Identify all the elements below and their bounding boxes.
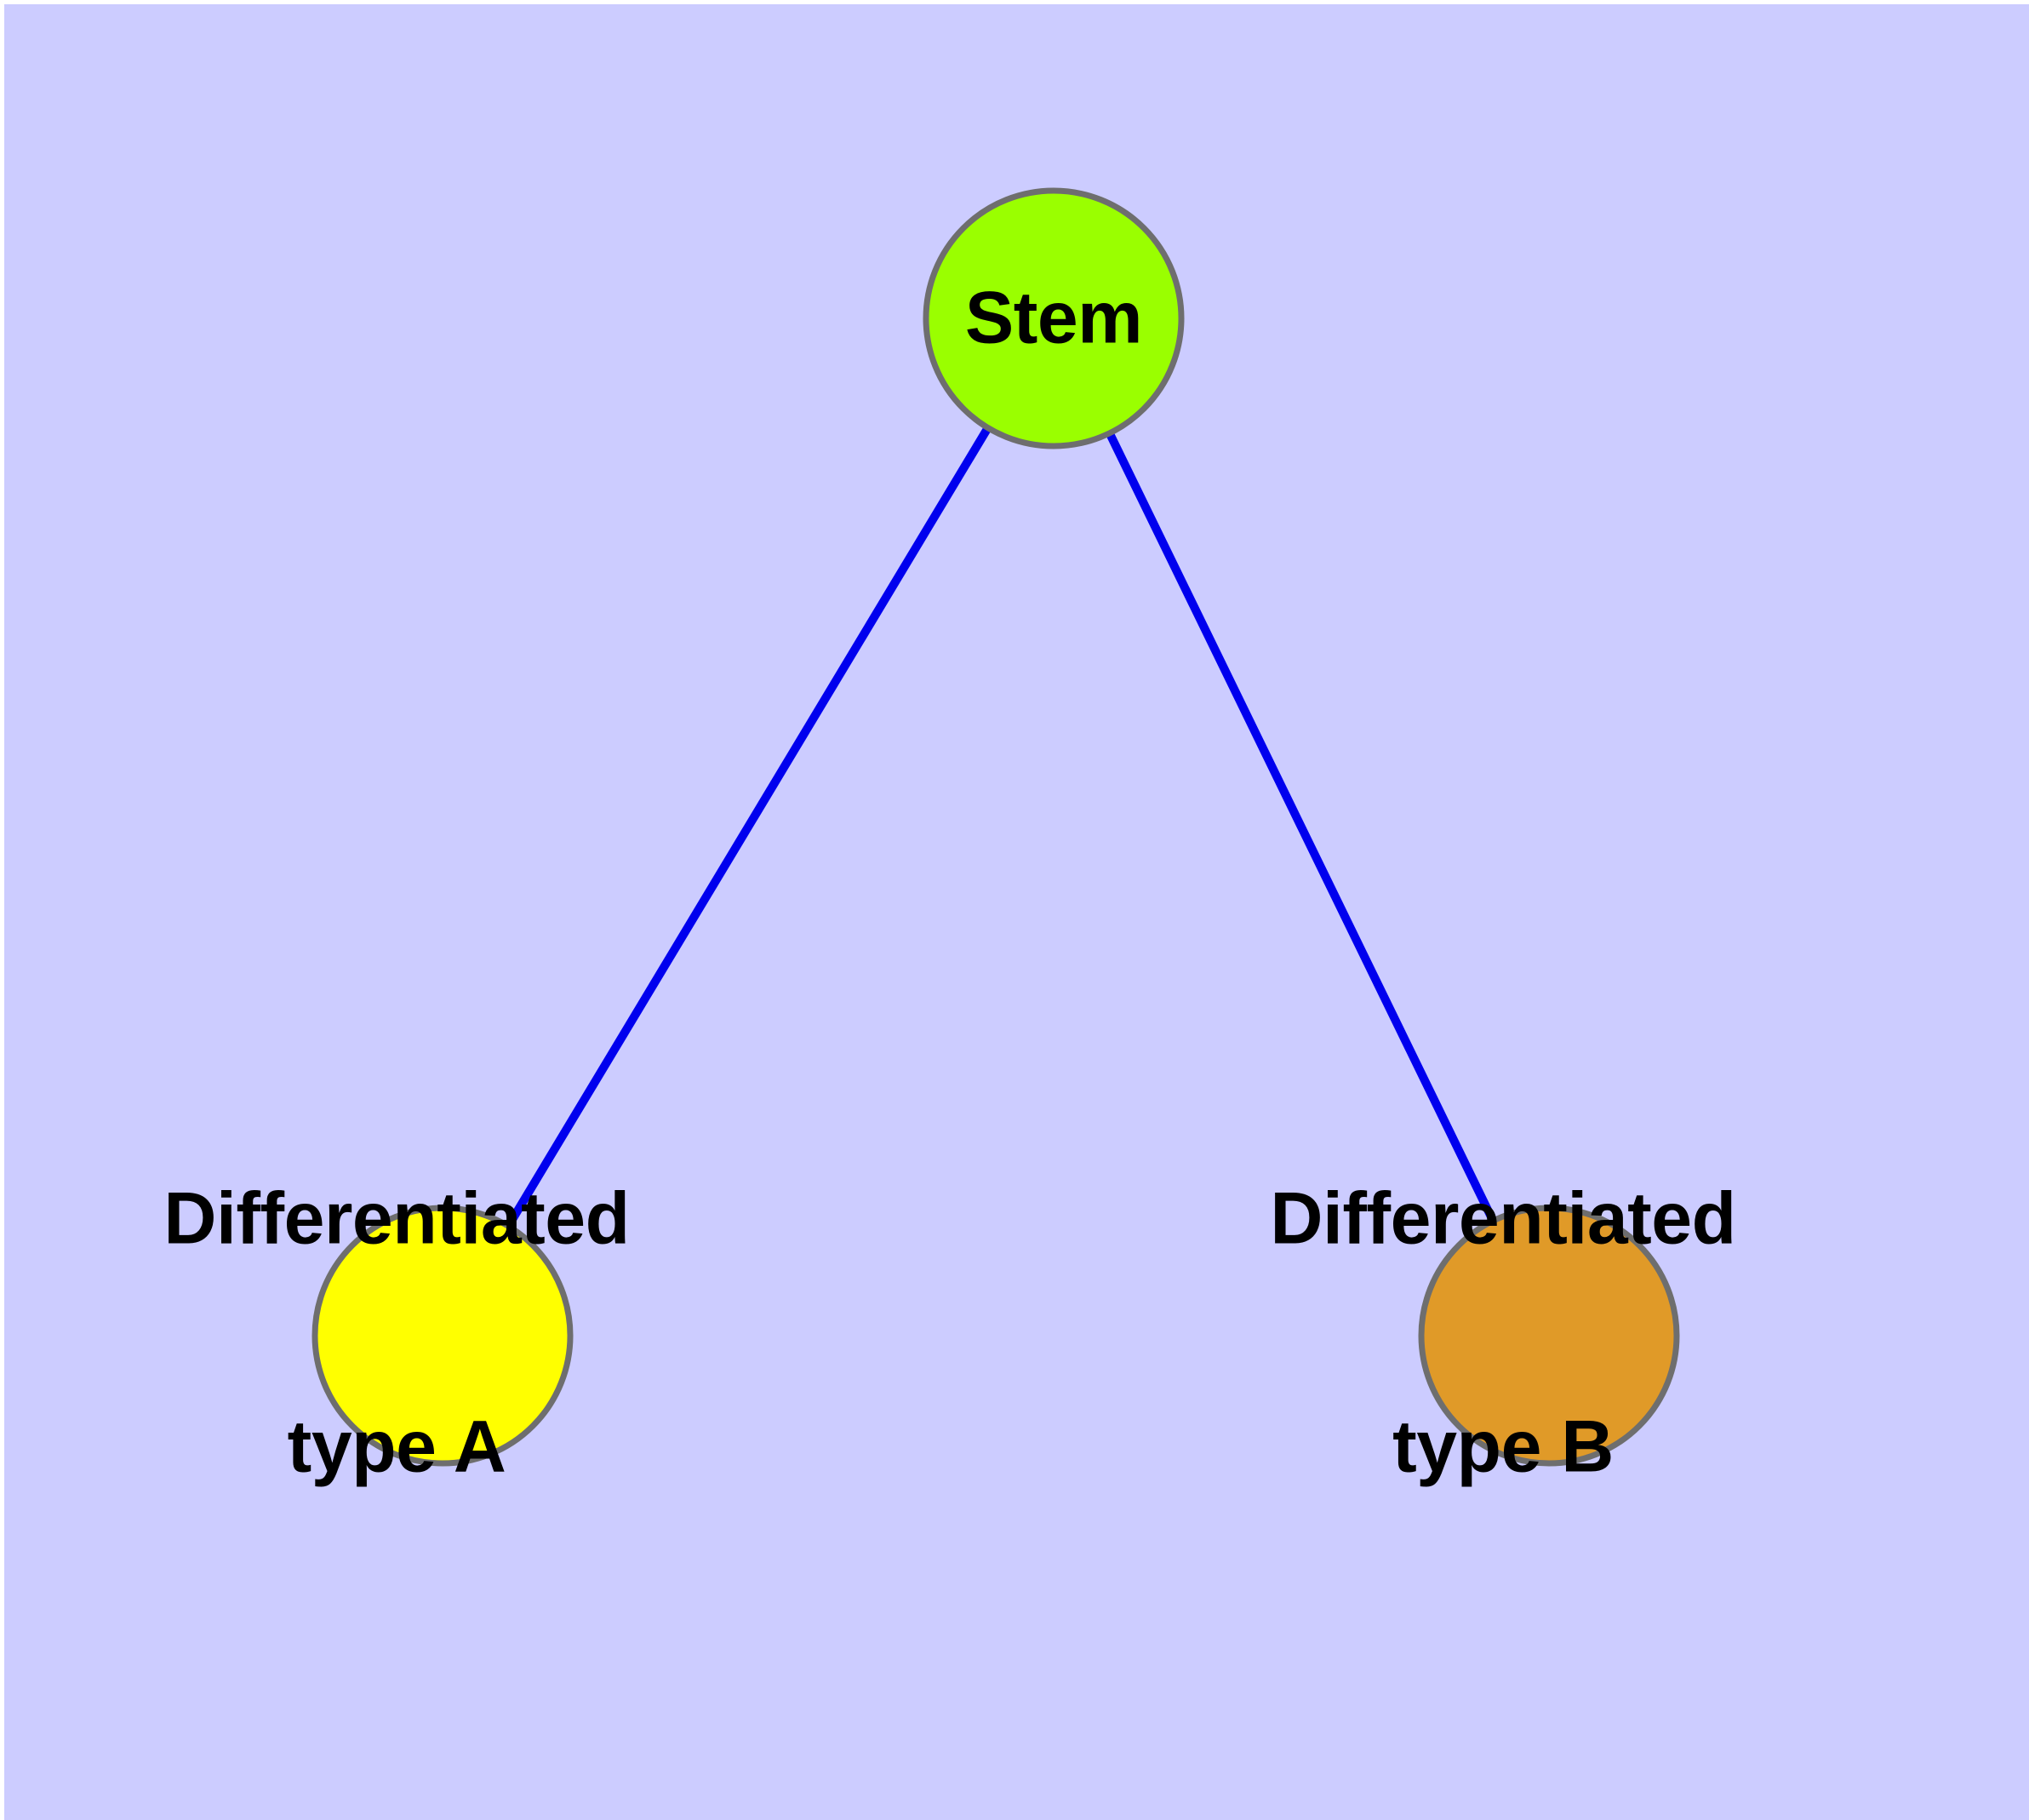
node-differentiated-type-a[interactable] bbox=[311, 1205, 574, 1467]
edge-layer bbox=[504, 425, 1498, 1229]
node-layer bbox=[311, 187, 1680, 1467]
edge-stem-to-differentiated-type-a[interactable] bbox=[504, 425, 992, 1229]
node-stem[interactable] bbox=[923, 187, 1185, 449]
node-differentiated-type-b[interactable] bbox=[1418, 1205, 1680, 1467]
edge-stem-to-differentiated-type-b[interactable] bbox=[1105, 430, 1498, 1224]
